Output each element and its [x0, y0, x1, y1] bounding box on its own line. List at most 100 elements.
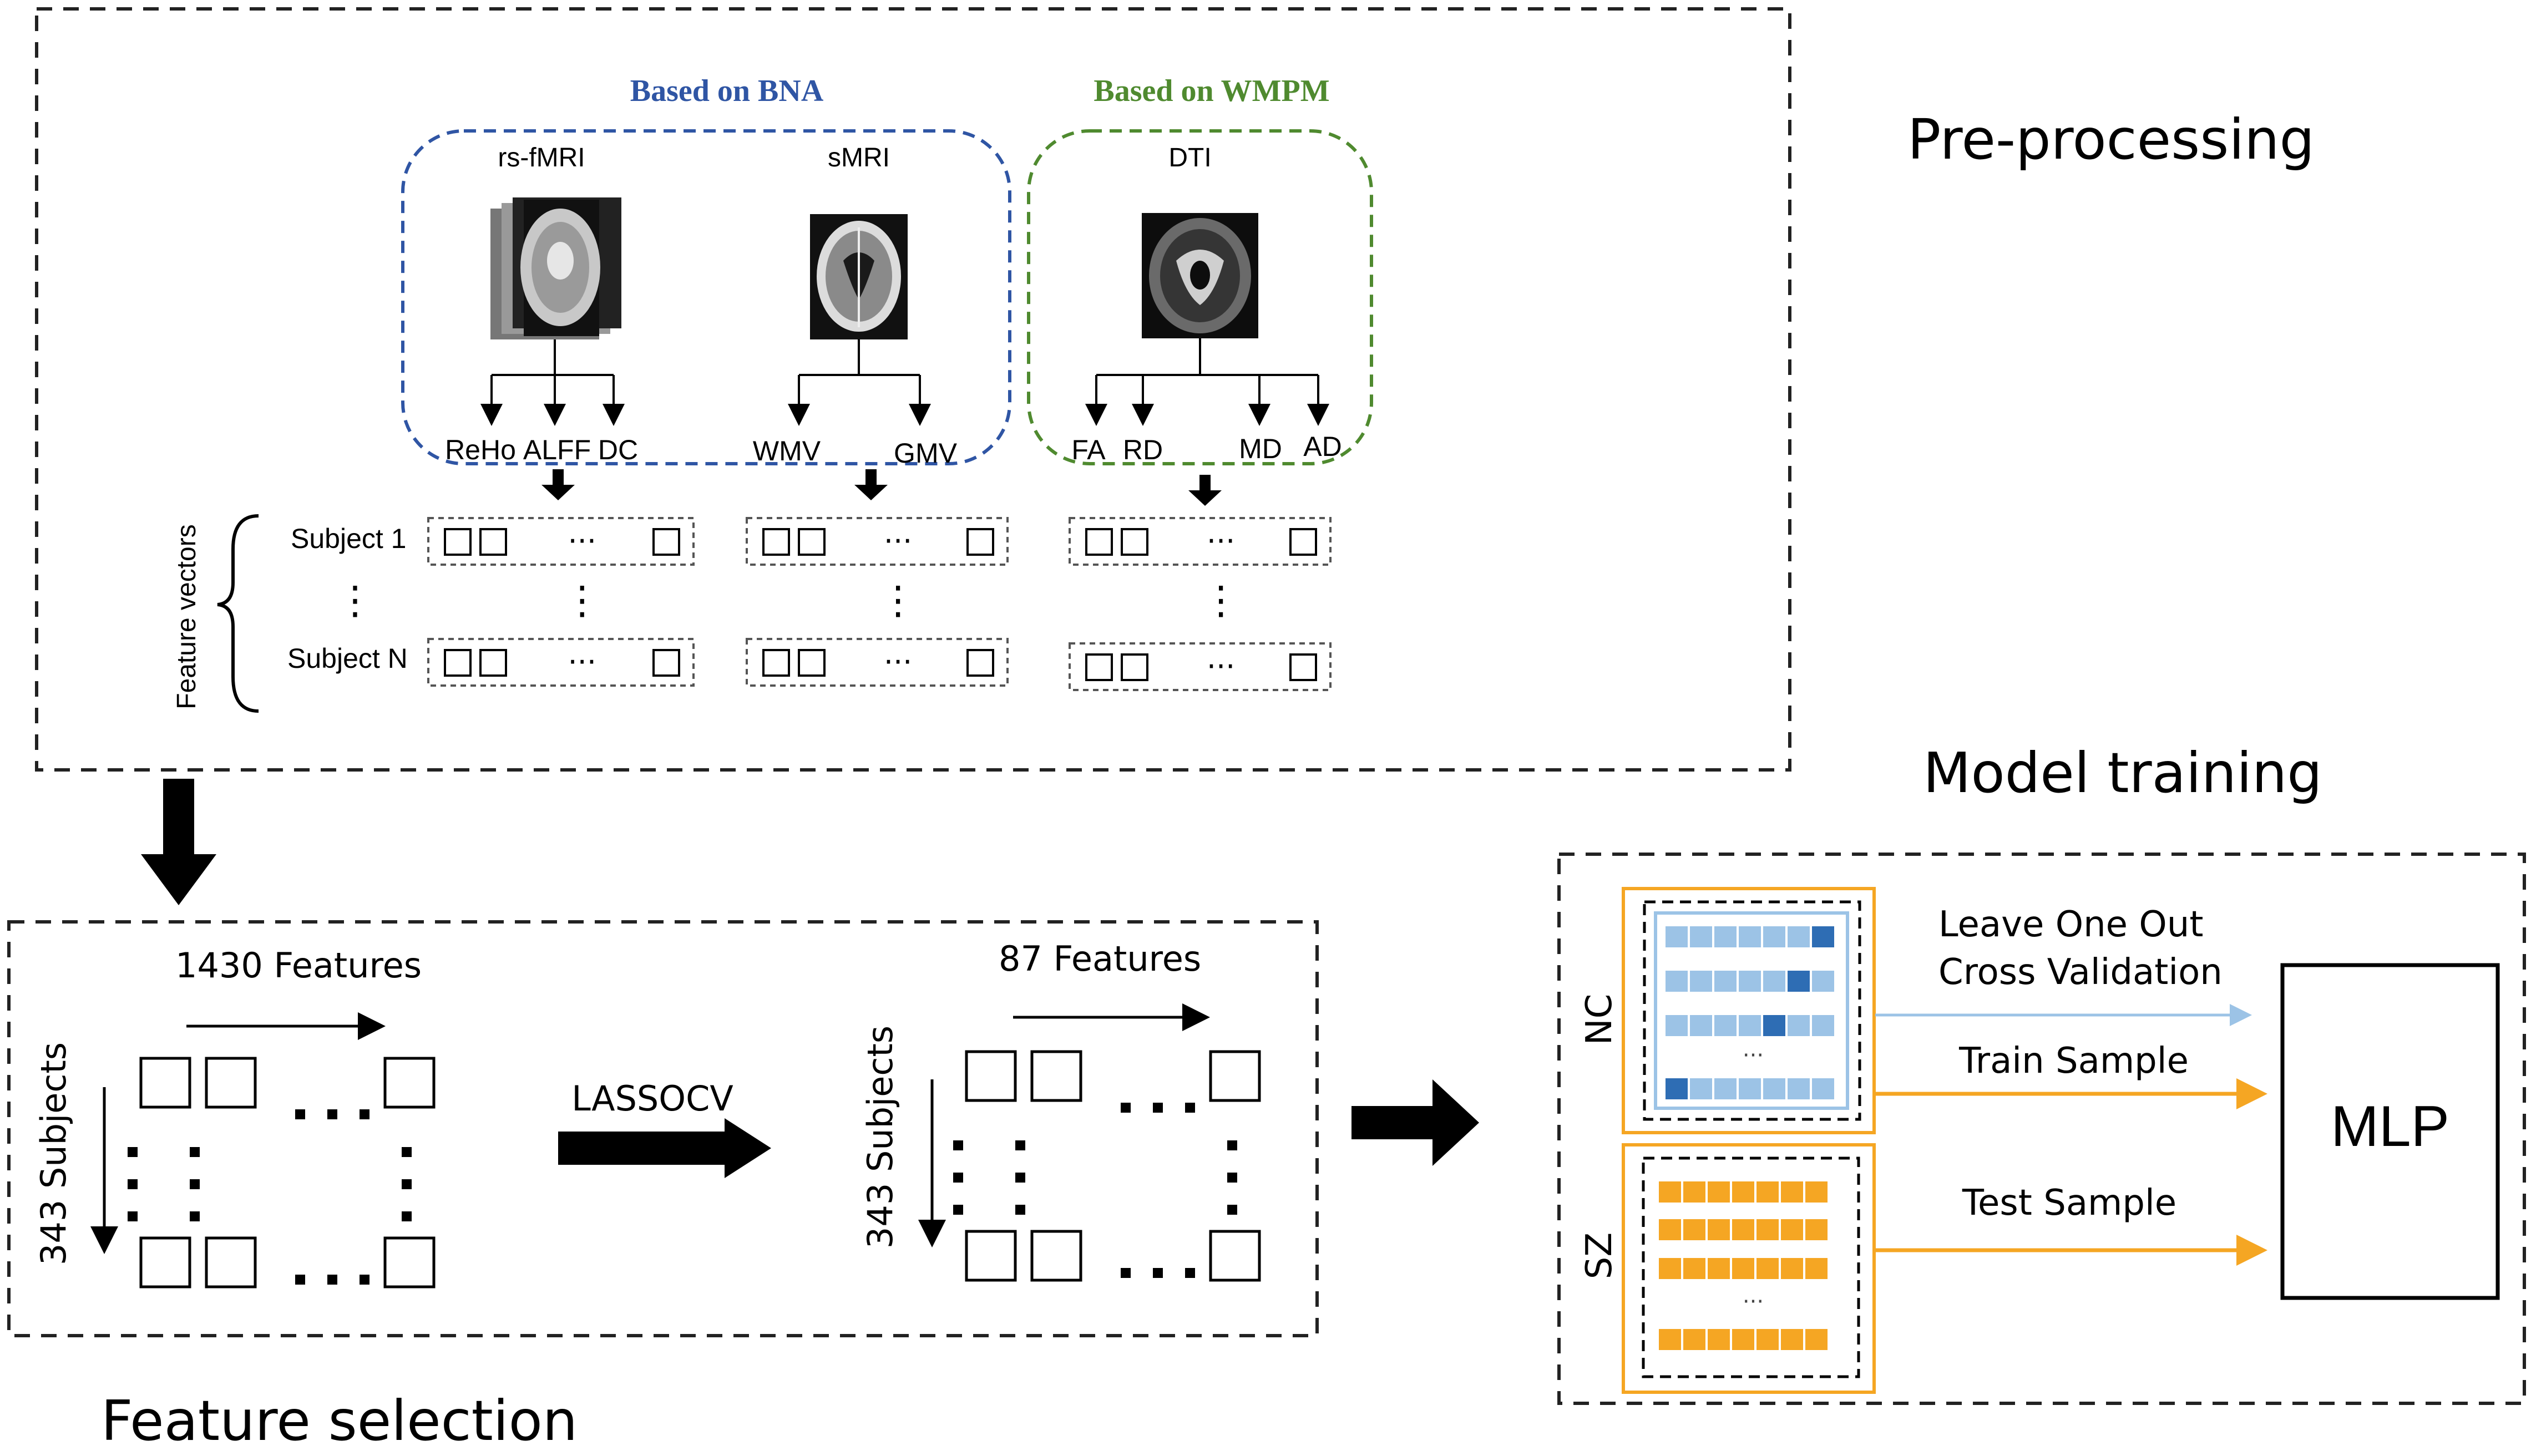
matrix-dot [360, 1275, 369, 1285]
sample-cell [1708, 1329, 1730, 1350]
feature-vector-vertical-ellipsis: ⋮ [879, 577, 918, 623]
feature-fa: FA [1071, 434, 1106, 465]
sample-cell [1714, 1078, 1737, 1099]
sample-cell [1683, 1181, 1705, 1203]
sample-cell [1763, 971, 1785, 992]
matrix-cell [205, 1236, 257, 1288]
train-sample-label: Train Sample [1958, 1041, 2189, 1082]
feature-cell [479, 649, 507, 677]
mlp-label: MLP [2331, 1094, 2449, 1159]
matrix-dot [1153, 1268, 1163, 1278]
model-training-frame [1557, 853, 2526, 1405]
sample-cell [1739, 926, 1761, 947]
before-features-label: 1430 Features [175, 945, 422, 986]
matrix-dot [190, 1179, 200, 1189]
loocv-label-line1: Leave One Out [1938, 904, 2203, 945]
feature-rd: RD [1123, 434, 1163, 465]
feature-alff: ALFF [523, 434, 591, 465]
matrix-cell [1209, 1050, 1261, 1102]
feature-cell [1289, 528, 1317, 556]
subject-first-label: Subject 1 [291, 523, 406, 554]
sz-sample-rows [1659, 1181, 1828, 1350]
sample-cell [1812, 1015, 1834, 1036]
sample-cell [1763, 1078, 1785, 1099]
feature-cell [966, 528, 994, 556]
modality-rsfmri-label: rs-fMRI [498, 143, 585, 173]
sample-cell [1788, 926, 1810, 947]
sample-cell [1805, 1181, 1828, 1203]
sample-cell [1781, 1181, 1803, 1203]
smri-tree [788, 339, 931, 426]
lassocv-label: LASSOCV [571, 1078, 733, 1119]
feature-md: MD [1239, 433, 1282, 464]
feature-cell [798, 649, 826, 677]
feature-vector-ellipsis: ··· [884, 645, 913, 679]
sample-cell [1708, 1219, 1730, 1240]
matrix-cell [965, 1050, 1017, 1102]
preprocessing-title: Pre-processing [1907, 107, 2315, 172]
modality-dti-label: DTI [1168, 143, 1211, 173]
test-sample-label: Test Sample [1962, 1183, 2176, 1224]
subject-vertical-ellipsis: ⋮ [336, 577, 374, 623]
matrix-cell [1030, 1050, 1082, 1102]
sample-cell [1683, 1219, 1705, 1240]
dti-brain-image [1142, 213, 1258, 338]
sample-cell [1781, 1219, 1803, 1240]
nc-sample-box [1622, 887, 1876, 1134]
wmpm-label: Based on WMPM [1094, 74, 1329, 108]
sample-cell [1714, 971, 1737, 992]
matrix-cell [205, 1057, 257, 1109]
bna-group-box [401, 129, 1011, 465]
matrix-dot [402, 1147, 412, 1157]
sample-cell [1805, 1329, 1828, 1350]
feature-vector-ellipsis: ··· [1207, 649, 1236, 684]
feature-matrix-before [128, 1057, 436, 1288]
feature-wmv: WMV [753, 435, 821, 466]
matrix-dot [128, 1179, 138, 1189]
matrix-dot [327, 1109, 337, 1119]
sample-cell [1756, 1181, 1779, 1203]
matrix-dot [953, 1205, 963, 1215]
feature-vector-box [746, 638, 1009, 687]
sample-cell [1690, 926, 1712, 947]
sample-cell [1659, 1219, 1681, 1240]
feature-selection-frame [7, 920, 1319, 1337]
sample-cell [1690, 1078, 1712, 1099]
sample-cell [1732, 1181, 1754, 1203]
feature-selection-title: Feature selection [101, 1388, 578, 1453]
matrix-dot [1227, 1205, 1237, 1215]
feature-cell [1121, 653, 1148, 681]
sample-cell [1781, 1258, 1803, 1279]
sz-ellipsis: ··· [1743, 1289, 1764, 1315]
matrix-cell [965, 1230, 1017, 1282]
sample-cell [1763, 1015, 1785, 1036]
sample-cell [1659, 1181, 1681, 1203]
sample-cell [1788, 1015, 1810, 1036]
sample-cell [1666, 1078, 1688, 1099]
matrix-dot [1227, 1173, 1237, 1183]
matrix-dot [953, 1140, 963, 1150]
feature-vector-ellipsis: ··· [1207, 524, 1236, 559]
matrix-dot [1015, 1140, 1025, 1150]
preprocessing-frame [35, 7, 1791, 772]
sample-cell [1683, 1258, 1705, 1279]
nc-ellipsis: ··· [1743, 1043, 1764, 1068]
matrix-dot [1185, 1103, 1195, 1113]
matrix-dot [1121, 1103, 1131, 1113]
matrix-dot [190, 1211, 200, 1221]
feature-cell [1085, 653, 1113, 681]
sample-cell [1781, 1329, 1803, 1350]
sz-label: SZ [1579, 1232, 1620, 1279]
sample-cell [1805, 1258, 1828, 1279]
mlp-model-box [2280, 963, 2500, 1300]
matrix-dot [1015, 1173, 1025, 1183]
matrix-dot [1121, 1268, 1131, 1278]
matrix-dot [1015, 1205, 1025, 1215]
sample-cell [1739, 971, 1761, 992]
matrix-cell [383, 1057, 436, 1109]
nc-label: NC [1579, 994, 1620, 1046]
matrix-dot [190, 1147, 200, 1157]
sample-cell [1708, 1258, 1730, 1279]
feature-vector-box [746, 517, 1009, 566]
